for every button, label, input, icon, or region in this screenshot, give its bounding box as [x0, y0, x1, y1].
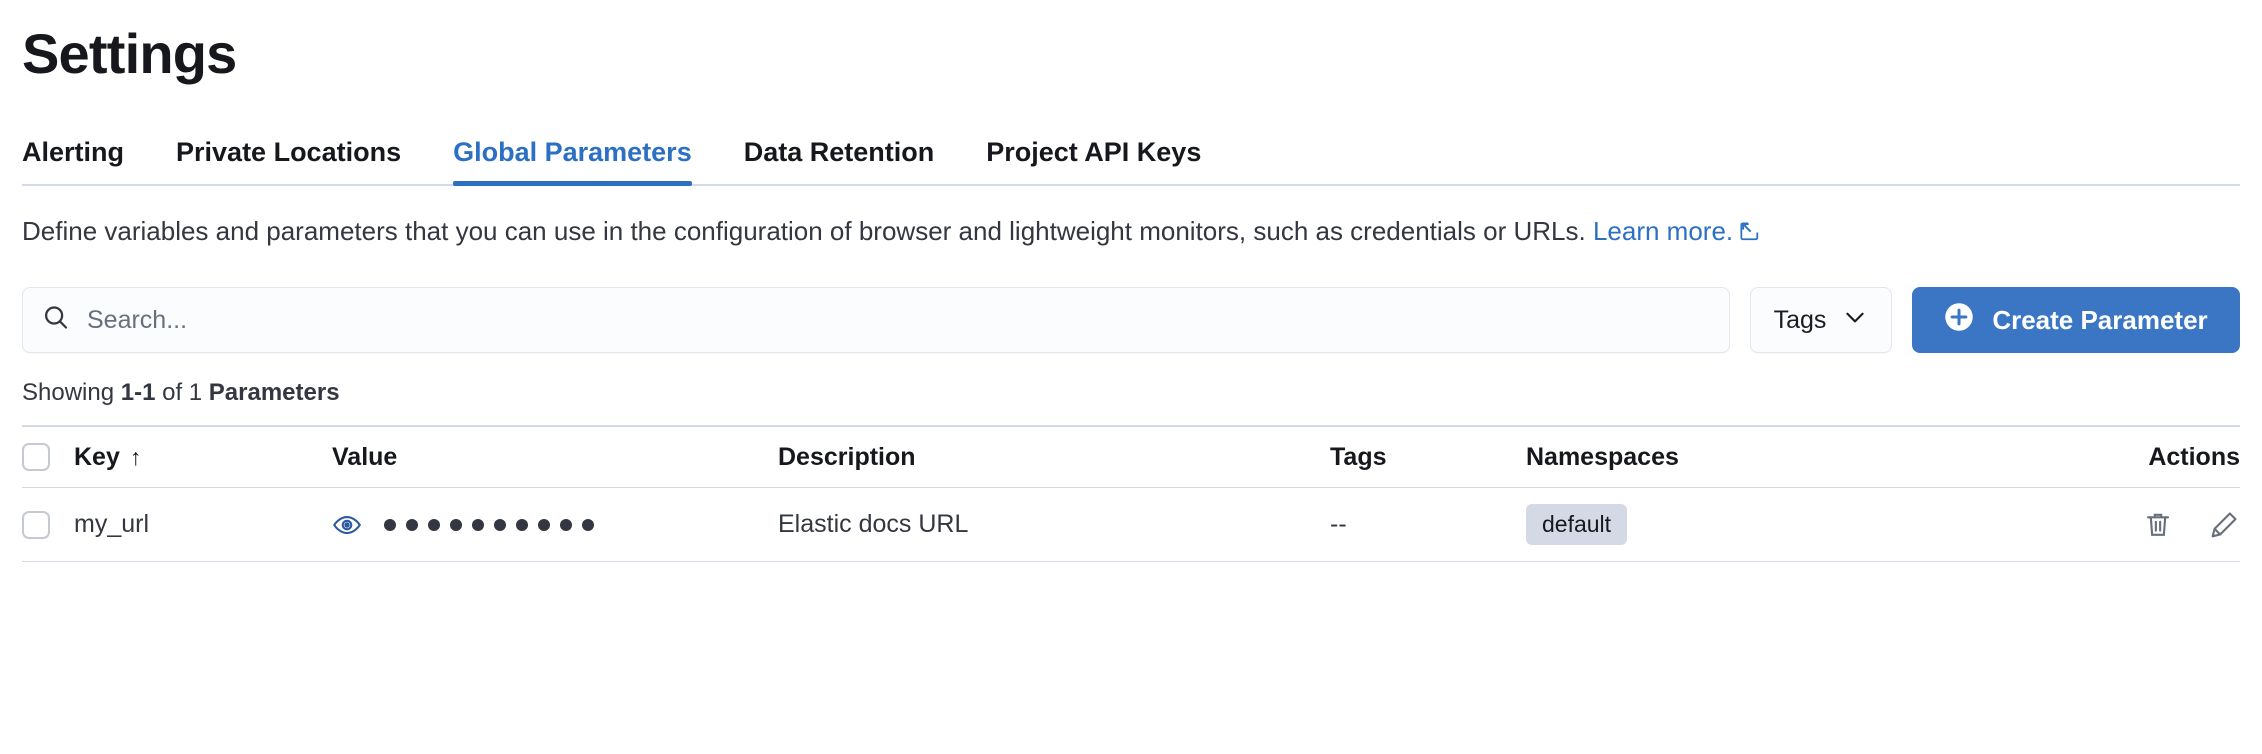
parameters-table: Key ↑ Value Description Tags Namespaces … [22, 425, 2240, 563]
column-header-value-label: Value [332, 442, 398, 471]
create-parameter-label: Create Parameter [1992, 304, 2208, 335]
eye-icon[interactable] [332, 510, 362, 540]
chevron-down-icon [1842, 304, 1868, 337]
row-select-cell [22, 510, 74, 539]
column-header-actions: Actions [2060, 443, 2240, 472]
results-count: Showing 1-1 of 1 Parameters [22, 379, 2240, 407]
table-header-row: Key ↑ Value Description Tags Namespaces … [22, 425, 2240, 487]
namespace-badge: default [1526, 504, 1628, 546]
column-header-namespaces-label: Namespaces [1526, 442, 1679, 471]
external-link-icon [1739, 215, 1761, 253]
search-box[interactable] [22, 287, 1730, 354]
tab-private-locations[interactable]: Private Locations [176, 137, 402, 168]
column-header-description: Description [778, 443, 1330, 472]
plus-circle-icon [1944, 302, 1974, 339]
settings-tabs: Alerting Private Locations Global Parame… [22, 124, 2240, 187]
column-header-value: Value [332, 443, 778, 472]
tab-data-retention[interactable]: Data Retention [743, 137, 935, 168]
pencil-icon[interactable] [2208, 509, 2240, 541]
column-header-actions-label: Actions [2148, 442, 2240, 471]
cell-key: my_url [74, 510, 150, 539]
learn-more-link[interactable]: Learn more. [1592, 216, 1734, 247]
showing-range: 1-1 [120, 379, 156, 407]
tags-filter-label: Tags [1773, 305, 1827, 334]
table-row: my_url Elastic docs URL -- default [22, 487, 2240, 561]
column-header-description-label: Description [778, 442, 916, 471]
search-input[interactable] [87, 288, 1711, 353]
page-description: Define variables and parameters that you… [22, 213, 2202, 253]
select-all-cell [22, 443, 74, 472]
showing-entity: Parameters [208, 379, 340, 407]
create-parameter-button[interactable]: Create Parameter [1912, 287, 2240, 354]
cell-value [332, 510, 778, 540]
tags-filter-dropdown[interactable]: Tags [1750, 287, 1892, 354]
cell-namespaces: default [1526, 504, 2060, 546]
page-title: Settings [22, 22, 237, 85]
column-header-tags: Tags [1330, 443, 1526, 472]
controls-bar: Tags Create Parameter [22, 287, 2240, 354]
column-header-key-label: Key [74, 442, 120, 471]
trash-icon[interactable] [2142, 509, 2174, 541]
showing-prefix: Showing [22, 379, 121, 407]
cell-description: Elastic docs URL [778, 510, 969, 539]
search-icon [41, 303, 71, 338]
select-all-checkbox[interactable] [22, 443, 50, 472]
column-header-tags-label: Tags [1330, 442, 1387, 471]
cell-actions [2060, 509, 2240, 541]
column-header-namespaces: Namespaces [1526, 443, 2060, 472]
arrow-up-icon: ↑ [129, 443, 142, 470]
tab-global-parameters[interactable]: Global Parameters [453, 137, 692, 187]
column-header-key[interactable]: Key ↑ [74, 443, 332, 472]
cell-tags: -- [1330, 510, 1347, 539]
tab-alerting[interactable]: Alerting [22, 137, 125, 168]
row-select-checkbox[interactable] [22, 510, 50, 539]
masked-value-dots [384, 518, 594, 531]
showing-middle: of 1 [155, 379, 209, 407]
description-text: Define variables and parameters that you… [22, 216, 1593, 247]
table-bottom-divider [22, 561, 2240, 563]
tab-project-api-keys[interactable]: Project API Keys [986, 137, 1202, 168]
